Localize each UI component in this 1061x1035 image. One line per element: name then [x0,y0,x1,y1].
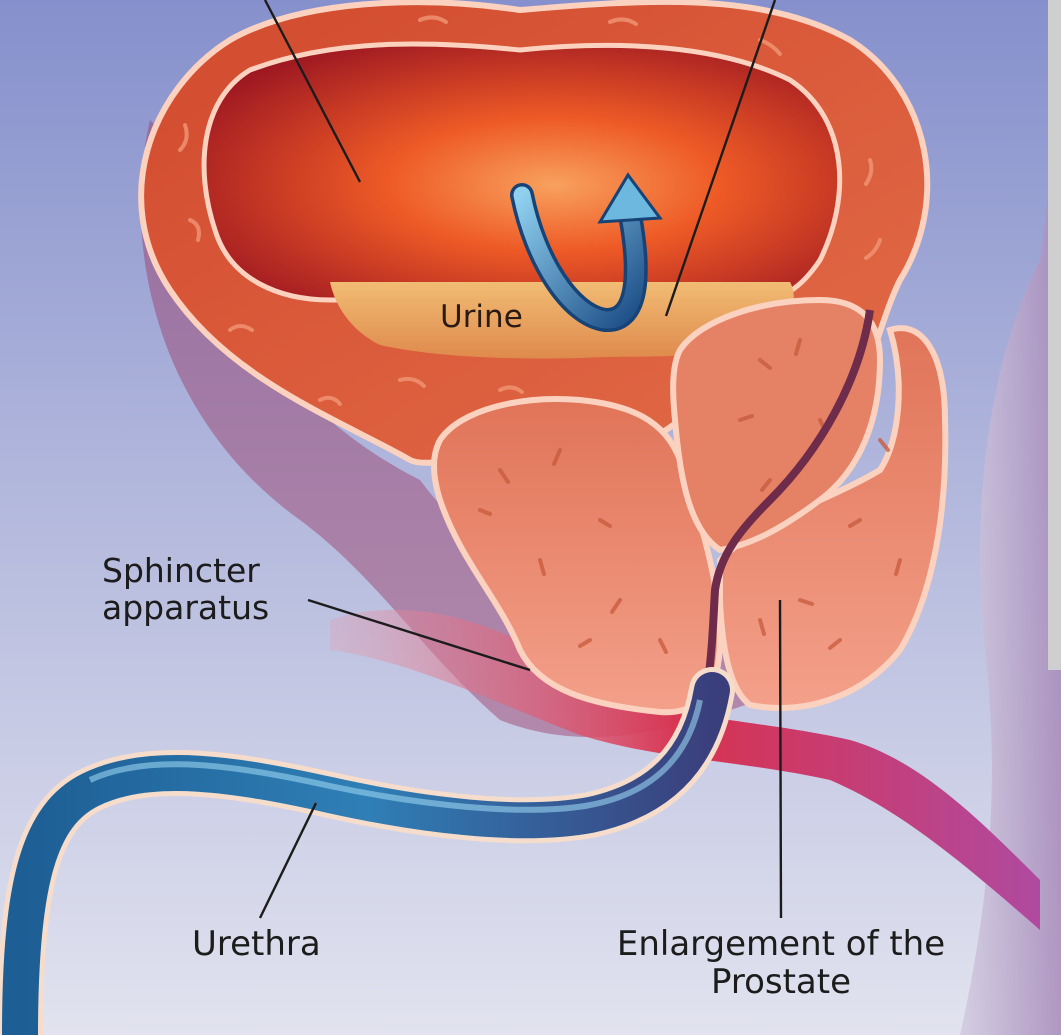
sphincter-label: Sphincter apparatus [102,551,270,627]
curved-up-arrow-icon [510,172,663,332]
leader-line-prostate [778,599,783,919]
urine-pool [330,282,794,359]
wall-texture [178,15,882,406]
urine-label: Urine [440,299,523,335]
leader-line-cavity [263,0,362,183]
leader-line-sphincter [307,598,531,672]
edge-panel [1048,0,1061,670]
bladder-cavity [201,41,843,303]
sphincter-band [330,609,1040,930]
urethra-label: Urethra [192,924,321,964]
prostate-label: Enlargement of the Prostate [606,925,956,1001]
sphincter-label-line1: Sphincter [102,551,260,590]
prostate-label-line2: Prostate [710,962,852,1003]
sphincter-label-line2: apparatus [102,587,270,627]
urethra-highlight [88,699,703,813]
leader-line-urethra [258,802,318,919]
prostate-right-lobe [717,325,949,711]
prostatic-urethra [691,309,874,722]
pelvic-tissue [960,0,1061,1035]
urethra [2,672,730,1035]
leader-lines [258,0,783,919]
leader-line-wall [664,0,777,317]
prostate-label-line1: Enlargement of the [616,924,946,964]
prostate-median-lobe [670,296,884,554]
